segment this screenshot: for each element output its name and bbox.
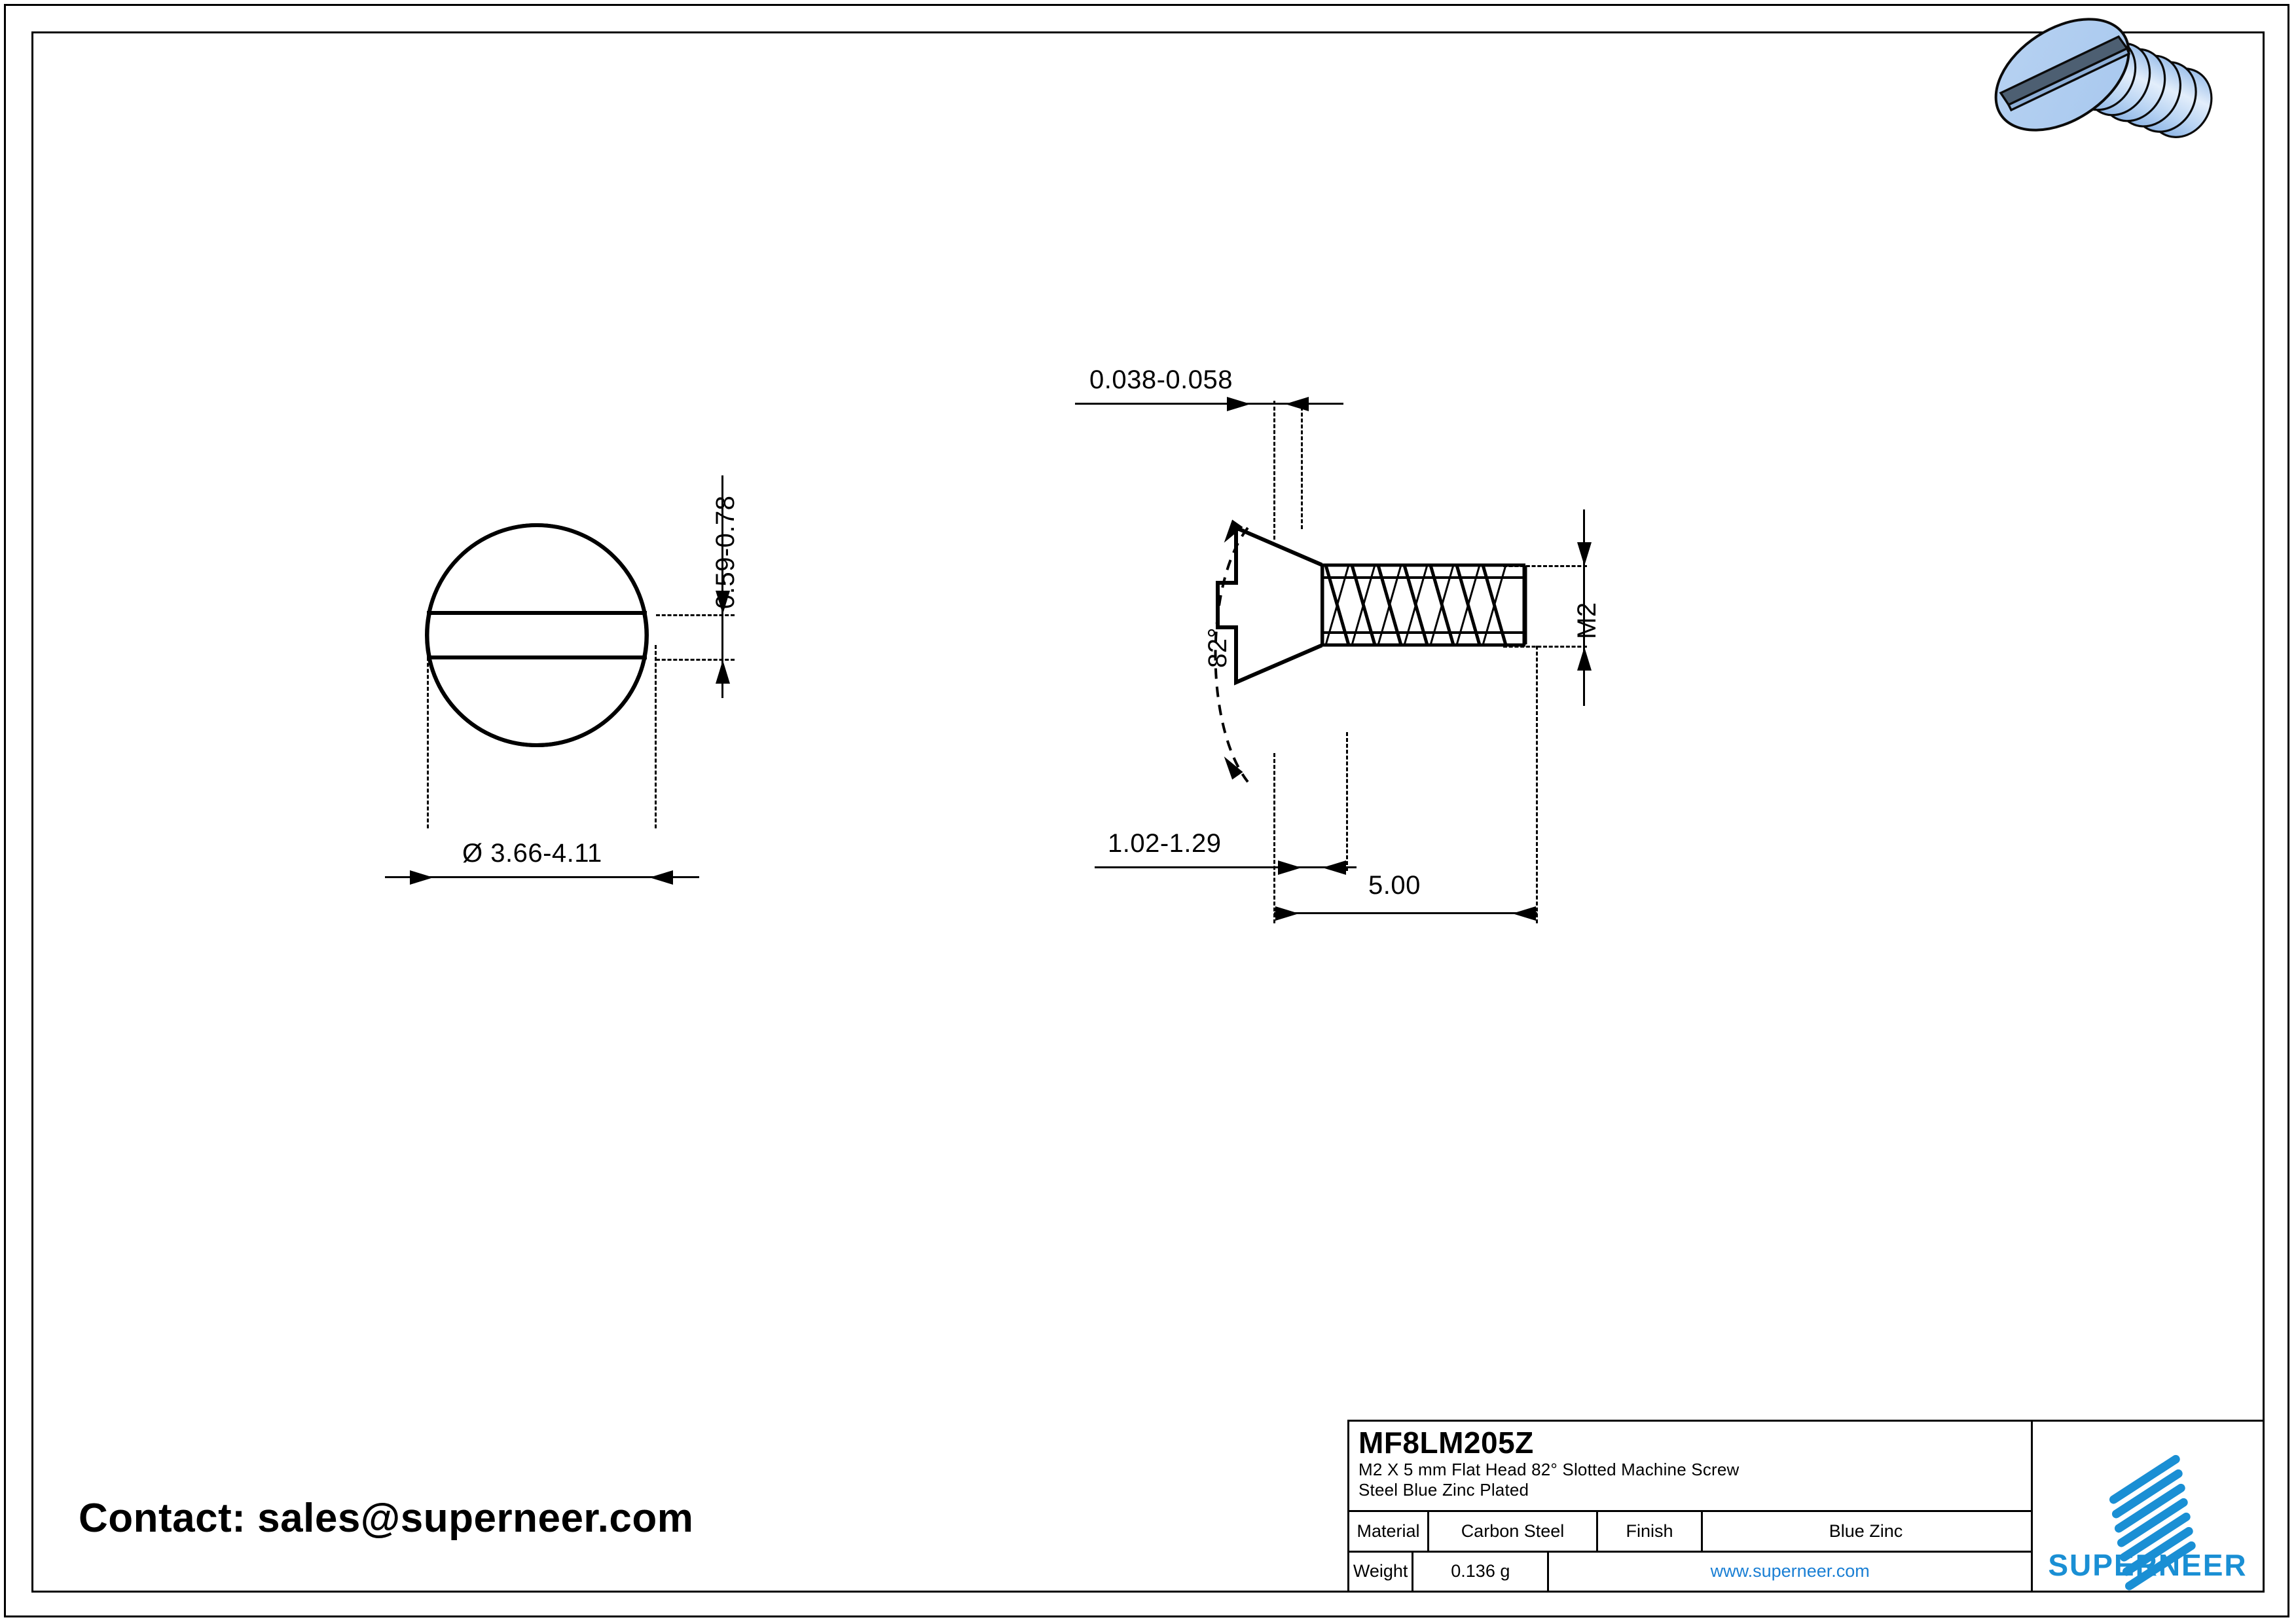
edge-thickness-extension-left (1273, 401, 1275, 540)
superneer-wordmark: SUPERNEER (2048, 1548, 2248, 1582)
description-line-1: M2 X 5 mm Flat Head 82° Slotted Machine … (1358, 1460, 1740, 1479)
screw-3d-isometric-icon (1994, 18, 2213, 138)
head-height-arrow-right (1322, 860, 1346, 875)
length-extension-left (1273, 753, 1275, 923)
slot-width-dimension-text: 0.59-0.78 (711, 495, 740, 609)
part-number: MF8LM205Z (1358, 1426, 1534, 1460)
sheet-outer-border (4, 4, 2289, 1617)
length-arrow-right (1512, 906, 1536, 921)
m2-dimension-line (1583, 509, 1585, 706)
countersink-angle-dimension-text: 82° (1203, 627, 1232, 668)
head-height-arrow-left (1278, 860, 1302, 875)
title-block-description: MF8LM205Z M2 X 5 mm Flat Head 82° Slotte… (1349, 1422, 2031, 1512)
material-value: Carbon Steel (1429, 1512, 1598, 1551)
title-block-material-row: Material Carbon Steel Finish Blue Zinc (1349, 1512, 2031, 1553)
extension-line-left (427, 645, 429, 828)
edge-thickness-arrow-left (1227, 397, 1250, 411)
description-line-2: Steel Blue Zinc Plated (1358, 1480, 1529, 1500)
screw-slot (1999, 35, 2131, 112)
overall-length-dimension-text: 5.00 (1368, 871, 1421, 900)
extension-line-right (655, 645, 657, 828)
head-height-extension-right (1346, 732, 1348, 871)
m2-leader-top (1503, 565, 1587, 567)
finish-label: Finish (1598, 1512, 1703, 1551)
length-dimension-line (1274, 912, 1537, 914)
screw-side-profile-graphic (1216, 511, 1532, 703)
material-label: Material (1349, 1512, 1429, 1551)
finish-value: Blue Zinc (1829, 1521, 1903, 1541)
diameter-arrow-right (649, 870, 673, 885)
slot-width-arrow-top (716, 591, 730, 614)
title-block-weight-row: Weight 0.136 g www.superneer.com (1349, 1552, 2031, 1591)
sheet-inner-border (31, 31, 2265, 1593)
head-circle-graphic (419, 523, 655, 747)
superneer-logo-icon (2107, 1433, 2206, 1592)
head-diameter-dimension-text: Ø 3.66-4.11 (462, 839, 602, 868)
countersink-angle-arc (1214, 526, 1249, 783)
contact-email-text: Contact: sales@superneer.com (79, 1496, 694, 1541)
title-block: MF8LM205Z M2 X 5 mm Flat Head 82° Slotte… (1347, 1420, 2265, 1593)
website-link[interactable]: www.superneer.com (1710, 1561, 1870, 1581)
edge-thickness-arrow-right (1285, 397, 1309, 411)
m2-leader-bottom (1503, 646, 1587, 648)
weight-label: Weight (1349, 1552, 1414, 1591)
diameter-arrow-left (410, 870, 433, 885)
edge-thickness-extension-right (1301, 401, 1303, 529)
product-3d-image (1984, 14, 2259, 142)
slot-width-dimension-line (721, 475, 723, 698)
edge-thickness-dimension-text: 0.038-0.058 (1089, 365, 1233, 394)
head-height-dimension-line (1095, 866, 1357, 868)
diameter-dimension-line (385, 876, 699, 878)
weight-value: 0.136 g (1413, 1552, 1550, 1591)
m2-arrow-bottom (1577, 647, 1592, 671)
length-extension-right (1536, 646, 1538, 923)
slot-leader-bottom (656, 659, 735, 661)
m2-arrow-top (1577, 542, 1592, 566)
head-height-dimension-text: 1.02-1.29 (1108, 829, 1222, 858)
title-block-left: MF8LM205Z M2 X 5 mm Flat Head 82° Slotte… (1349, 1422, 2033, 1591)
slot-width-arrow-bottom (716, 660, 730, 684)
thread-size-dimension-text: M2 (1573, 602, 1601, 639)
edge-thickness-dimension-line (1075, 403, 1343, 405)
slot-leader-top (656, 614, 735, 616)
title-block-logo-area: SUPERNEER (2033, 1422, 2263, 1592)
length-arrow-left (1275, 906, 1299, 921)
